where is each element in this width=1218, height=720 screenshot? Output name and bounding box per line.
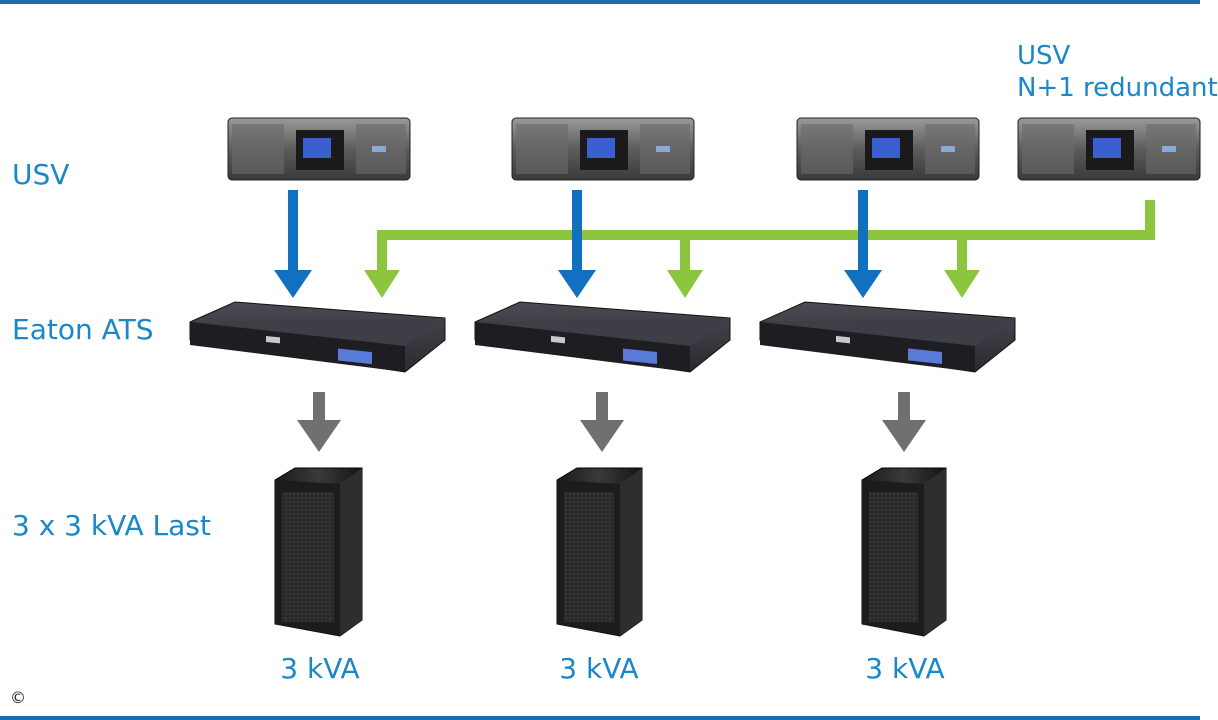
copyright-symbol: © (10, 688, 26, 707)
load-label-1: 3 kVA (280, 652, 360, 685)
redundant-bus (377, 200, 1155, 272)
ups-unit-redundant (1017, 117, 1201, 181)
green-arrow-1 (364, 270, 400, 298)
blue-arrow-3 (844, 190, 882, 298)
redundant-title: USV (1017, 41, 1071, 71)
blue-arrow-2 (558, 190, 596, 298)
row-label-ats: Eaton ATS (12, 313, 154, 346)
blue-arrow-1 (274, 190, 312, 298)
bottom-border (0, 716, 1200, 720)
ups-unit-3 (796, 117, 980, 181)
server-rack-3 (861, 467, 947, 637)
green-arrow-2 (667, 270, 703, 298)
ats-unit-1 (189, 301, 446, 373)
gray-arrow-2 (580, 392, 624, 452)
top-border (0, 0, 1200, 4)
row-label-load: 3 x 3 kVA Last (12, 509, 211, 542)
gray-arrow-3 (882, 392, 926, 452)
redundant-subtitle: N+1 redundant (1017, 73, 1218, 103)
row-label-usv: USV (12, 158, 70, 191)
server-rack-2 (556, 467, 643, 637)
load-label-3: 3 kVA (865, 652, 945, 685)
ups-unit-1 (227, 117, 411, 181)
ats-unit-3 (759, 301, 1016, 373)
ups-unit-2 (511, 117, 695, 181)
redundant-ups-label: USV N+1 redundant (1017, 40, 1218, 104)
load-label-2: 3 kVA (559, 652, 639, 685)
gray-arrow-1 (297, 392, 341, 452)
green-arrow-3 (944, 270, 980, 298)
server-rack-1 (274, 467, 363, 637)
ats-unit-2 (474, 301, 731, 373)
